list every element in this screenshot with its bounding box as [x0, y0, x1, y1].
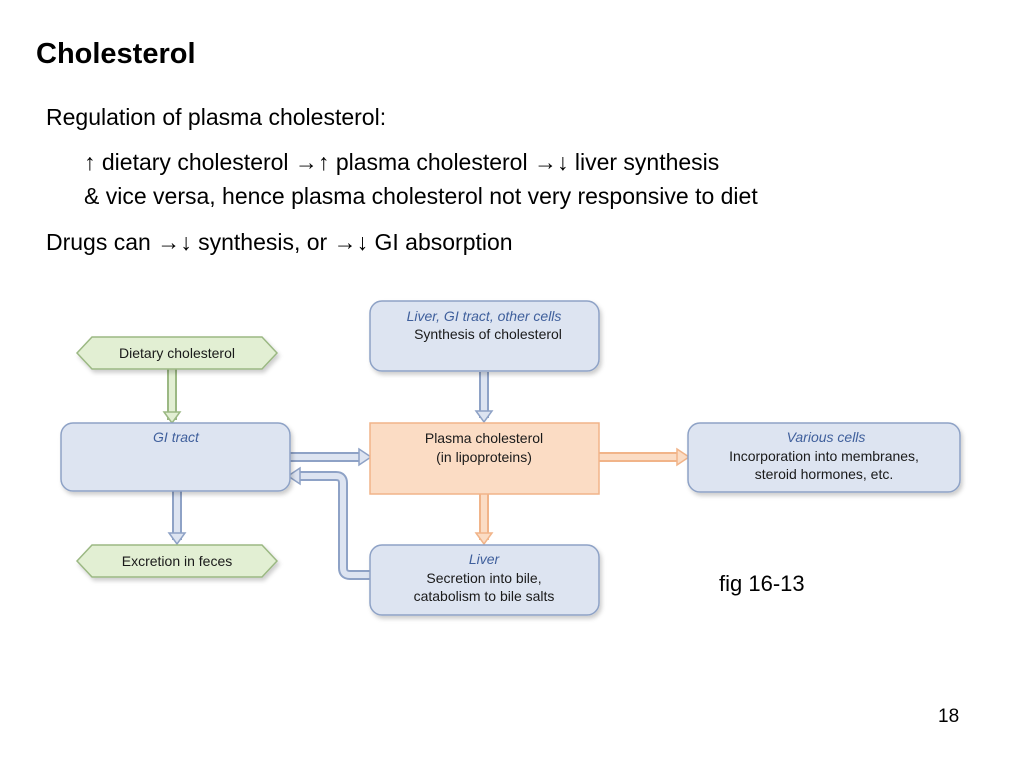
arrow-synthesis-to-plasma [474, 372, 494, 424]
page-number: 18 [938, 706, 960, 727]
arrow-plasma-to-cells [598, 447, 691, 467]
synthesis-node: Liver, GI tract, other cells Synthesis o… [369, 300, 600, 372]
arrow-gi-to-excretion [167, 490, 187, 546]
liver-header: Liver [469, 551, 501, 567]
various-cells-node: Various cells Incorporation into membran… [687, 422, 961, 493]
dietary-label: Dietary cholesterol [119, 345, 235, 361]
synthesis-header: Liver, GI tract, other cells [407, 308, 562, 324]
cells-header: Various cells [787, 429, 866, 445]
regulation-line-2: & vice versa, hence plasma cholesterol n… [84, 183, 758, 209]
dietary-cholesterol-node: Dietary cholesterol [75, 336, 279, 370]
cells-line-1: Incorporation into membranes, [729, 448, 919, 464]
regulation-line-1: ↑ dietary cholesterol →↑ plasma choleste… [84, 149, 720, 175]
plasma-line-1: Plasma cholesterol [425, 430, 543, 446]
plasma-cholesterol-node: Plasma cholesterol (in lipoproteins) [369, 422, 600, 495]
slide-title: Cholesterol [36, 38, 196, 70]
drugs-line: Drugs can →↓ synthesis, or →↓ GI absorpt… [46, 229, 513, 255]
excretion-label: Excretion in feces [122, 553, 233, 569]
gi-tract-node: GI tract [60, 422, 291, 492]
synthesis-body: Synthesis of cholesterol [414, 326, 562, 342]
gi-tract-label: GI tract [153, 429, 200, 445]
excretion-node: Excretion in feces [75, 544, 279, 578]
arrow-gi-to-plasma [290, 447, 373, 467]
liver-line-1: Secretion into bile, [426, 570, 541, 586]
plasma-line-2: (in lipoproteins) [436, 449, 532, 465]
arrow-liver-to-gi [286, 466, 370, 580]
cells-line-2: steroid hormones, etc. [755, 466, 894, 482]
arrow-plasma-to-liver [474, 494, 494, 546]
regulation-heading: Regulation of plasma cholesterol: [46, 104, 387, 130]
liver-node: Liver Secretion into bile, catabolism to… [369, 544, 600, 616]
figure-caption: fig 16-13 [719, 571, 805, 596]
liver-line-2: catabolism to bile salts [414, 588, 555, 604]
arrow-dietary-to-gi [162, 368, 182, 425]
